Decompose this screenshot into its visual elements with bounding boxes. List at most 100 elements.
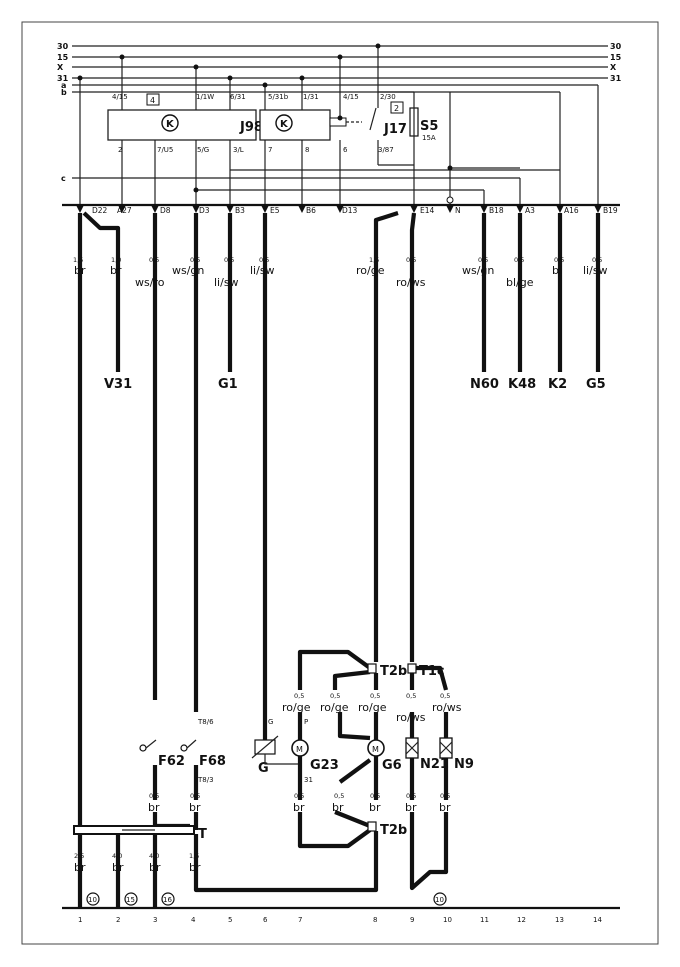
rail-31-left: 31 (57, 74, 69, 83)
rail-x-right: X (610, 63, 617, 72)
rail-b-left: b (61, 88, 67, 97)
relay-j98-label: J98 (239, 120, 263, 135)
j17-pin-8: 8 (305, 146, 309, 154)
connector-a3: A3 (525, 206, 535, 215)
wire-e5-color: li/sw (250, 264, 275, 277)
rail-x-left: X (57, 63, 64, 72)
switch-f62: F62 (158, 754, 185, 769)
j17-pin-7: 7 (268, 146, 272, 154)
ground-point-15: 15 (126, 896, 135, 904)
svg-text:0,5: 0,5 (330, 692, 340, 700)
connector-t2b-bottom: T2b (380, 823, 407, 838)
svg-text:0,5: 0,5 (406, 692, 416, 700)
page-frame (21, 21, 659, 945)
pin-p: P (304, 718, 308, 726)
wire-n9-br: br (439, 801, 451, 814)
track-6: 6 (263, 916, 268, 924)
wire-a16-gauge: 0,5 (554, 256, 564, 264)
ground-wire-2-color: br (112, 861, 124, 874)
thin-wiring (77, 43, 599, 204)
valve-n21: N21 (420, 757, 449, 772)
pin-t8-6: T8/6 (197, 718, 214, 726)
bottom-wire-labels: 0,5 br 0,5 br 0,5 br 0,5 br 0,5 br 0,5 b… (148, 792, 451, 814)
j98-pin-5-g: 5/G (197, 146, 209, 154)
relay-j17-k: K (280, 119, 289, 130)
ground-wire-1-gauge: 2,5 (74, 852, 84, 860)
j17-pin-3-87: 3/87 (378, 146, 394, 154)
j17-pin-5-31b: 5/31b (268, 93, 289, 101)
rail-15-right: 15 (610, 53, 622, 62)
connector-b18: B18 (489, 206, 504, 215)
ground-wire-labels: 2,5 br 4,0 br 4,0 br 1,5 br (74, 852, 201, 874)
output-v31: V31 (104, 377, 132, 392)
relay-j98-k: K (166, 119, 175, 130)
connector-b19: B19 (603, 206, 618, 215)
track-4: 4 (191, 916, 196, 924)
track-7: 7 (298, 916, 302, 924)
fuse-s5-rating: 15A (422, 134, 436, 142)
wire-g23-color: ro/ge (282, 701, 311, 714)
connector-a16: A16 (564, 206, 579, 215)
ground-wire-3-color: br (149, 861, 161, 874)
rail-15-left: 15 (57, 53, 69, 62)
switch-f68: F68 (199, 754, 226, 769)
ground-wire-4-gauge: 1,5 (189, 852, 199, 860)
connector-strip: D22 A27 D8 D3 B3 E5 B6 D13 E14 N B18 A3 … (62, 203, 620, 215)
lower-return: T2b (193, 810, 449, 893)
wire-n9-color: ro/ws (432, 701, 462, 714)
ground-point-16: 16 (163, 896, 172, 904)
relay-j17-box (259, 109, 331, 141)
wire-d8-color: ws/ro (135, 276, 165, 289)
ground-points: 10 15 16 10 (86, 892, 447, 906)
relay-j17: K J17 2 5/31b 1/31 4/15 2/30 7 8 6 3/87 (259, 93, 407, 154)
wire-b19-color: li/sw (583, 264, 608, 277)
supply-rails: 30 15 X 31 a b c 30 15 X 31 (57, 42, 622, 183)
upper-wire-labels: 1,5 br 1,0 br 0,5 ws/ro 0,5 ws/gn 0,5 li… (73, 256, 608, 289)
wire-g6-br: br (369, 801, 381, 814)
thick-wiring-upper (77, 210, 601, 828)
track-9: 9 (410, 916, 414, 924)
relay-j17-label: J17 (383, 122, 407, 137)
j98-pin-1-1w: 1/1W (196, 93, 214, 101)
svg-text:0,5: 0,5 (406, 792, 416, 800)
connector-d22: D22 (92, 206, 108, 215)
wire-g23-br: br (293, 801, 305, 814)
ground-wire-3-gauge: 4,0 (149, 852, 159, 860)
svg-text:0,5: 0,5 (440, 792, 450, 800)
output-g1: G1 (218, 377, 238, 392)
ground-wire-1-color: br (74, 861, 86, 874)
rail-30-right: 30 (610, 42, 622, 51)
j17-pin-2-30: 2/30 (380, 93, 396, 101)
pump-g23: G23 (310, 758, 339, 773)
svg-text:0,5: 0,5 (190, 792, 200, 800)
wire-a27-color: br (110, 264, 122, 277)
svg-text:0,5: 0,5 (334, 792, 344, 800)
wire-g6-color: ro/ge (358, 701, 387, 714)
wire-f68-br: br (189, 801, 201, 814)
connector-d3: D3 (199, 206, 210, 215)
relay-j98: K J98 4 4/15 1/1W 6/31 2 7/U5 5/G 3/L (107, 93, 263, 154)
fuse-s5-label: S5 (420, 119, 438, 134)
wire-a27-gauge: 1,0 (111, 256, 121, 264)
wire-d22-color: br (74, 264, 86, 277)
wire-e14-gauge: 0,5 (406, 256, 416, 264)
output-k48: K48 (508, 377, 536, 392)
track-13: 13 (555, 916, 564, 924)
lower-components: T2b T1c 0,5 ro/ge 0,5 ro/ge 0,5 ro/ge 0,… (139, 649, 474, 800)
track-10: 10 (443, 916, 452, 924)
wire-d3-gauge: 0,5 (190, 256, 200, 264)
ground-splice: T (73, 812, 207, 908)
connector-a27: A27 (117, 206, 132, 215)
svg-text:0,5: 0,5 (294, 792, 304, 800)
pin-t8-3: T8/3 (197, 776, 214, 784)
connector-d8: D8 (160, 206, 171, 215)
wire-g6a-color: ro/ge (320, 701, 349, 714)
ground-bus: 1 2 3 4 5 6 7 8 9 10 11 12 13 14 (62, 906, 620, 924)
wire-b3-color: li/sw (214, 276, 239, 289)
track-5: 5 (228, 916, 232, 924)
wire-a3-gauge: 0,5 (514, 256, 524, 264)
wire-a16-color: bl (552, 264, 562, 277)
pump-g6: G6 (382, 758, 402, 773)
